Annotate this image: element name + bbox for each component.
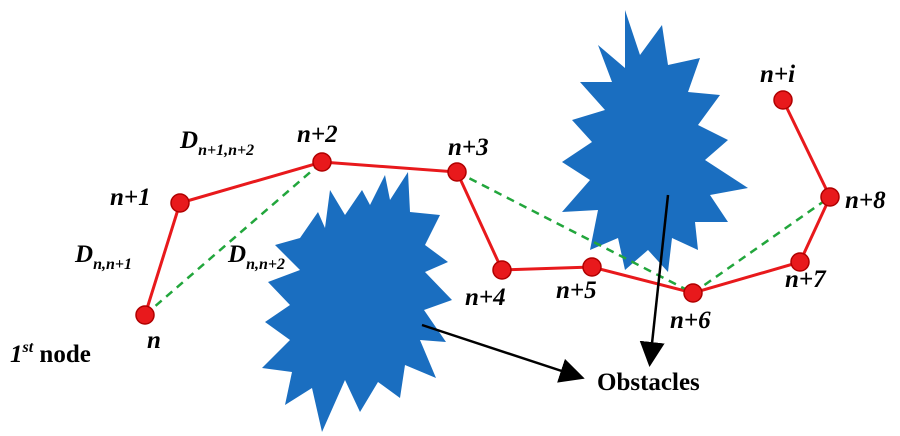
arrow-left-obstacle xyxy=(421,323,585,383)
node-n8 xyxy=(820,187,840,207)
node-n1 xyxy=(170,193,190,213)
node-n4 xyxy=(492,260,512,280)
label-node-n6: n+6 xyxy=(670,307,711,334)
node-n2 xyxy=(312,152,332,172)
distance-label-n-n1: Dn,n+1 xyxy=(74,241,132,273)
obstacles-label: Obstacles xyxy=(597,369,700,396)
first-node-number: 1 xyxy=(10,341,23,368)
first-node-label: 1st node xyxy=(10,339,91,368)
distance-main: D xyxy=(227,241,246,268)
first-node-superscript: st xyxy=(22,339,34,356)
distance-label-n1-n2: Dn+1,n+2 xyxy=(179,127,254,159)
label-node-ni: n+i xyxy=(760,61,795,88)
distance-main: D xyxy=(74,241,93,268)
shortcut-n3-n6 xyxy=(456,170,694,295)
obstacle-left xyxy=(262,172,452,432)
node-path xyxy=(143,99,832,316)
nodes-layer xyxy=(135,90,840,325)
distance-subscript: n+1,n+2 xyxy=(198,142,254,159)
label-node-n5: n+5 xyxy=(556,277,597,304)
first-node-word: node xyxy=(33,341,91,368)
label-node-n7: n+7 xyxy=(785,266,827,293)
node-n3 xyxy=(447,162,467,182)
distance-label-n-n2: Dn,n+2 xyxy=(227,241,285,273)
label-node-n1: n+1 xyxy=(110,184,151,211)
distance-main: D xyxy=(179,127,198,154)
arrow-right-obstacle xyxy=(639,194,670,367)
node-n5 xyxy=(582,257,602,277)
distance-subscript: n,n+2 xyxy=(246,256,285,273)
node-n7 xyxy=(790,252,810,272)
label-node-n: n xyxy=(147,327,161,354)
label-node-n4: n+4 xyxy=(465,284,506,311)
label-node-n3: n+3 xyxy=(448,134,489,161)
obstacle-right xyxy=(562,10,748,272)
label-node-n2: n+2 xyxy=(297,121,338,148)
node-n6 xyxy=(683,283,703,303)
shortcut-n-n2 xyxy=(144,161,323,316)
distance-subscript: n,n+1 xyxy=(93,256,132,273)
node-ni xyxy=(773,90,793,110)
shortcut-lines xyxy=(144,161,831,316)
label-node-n8: n+8 xyxy=(845,187,886,214)
node-n xyxy=(135,305,155,325)
